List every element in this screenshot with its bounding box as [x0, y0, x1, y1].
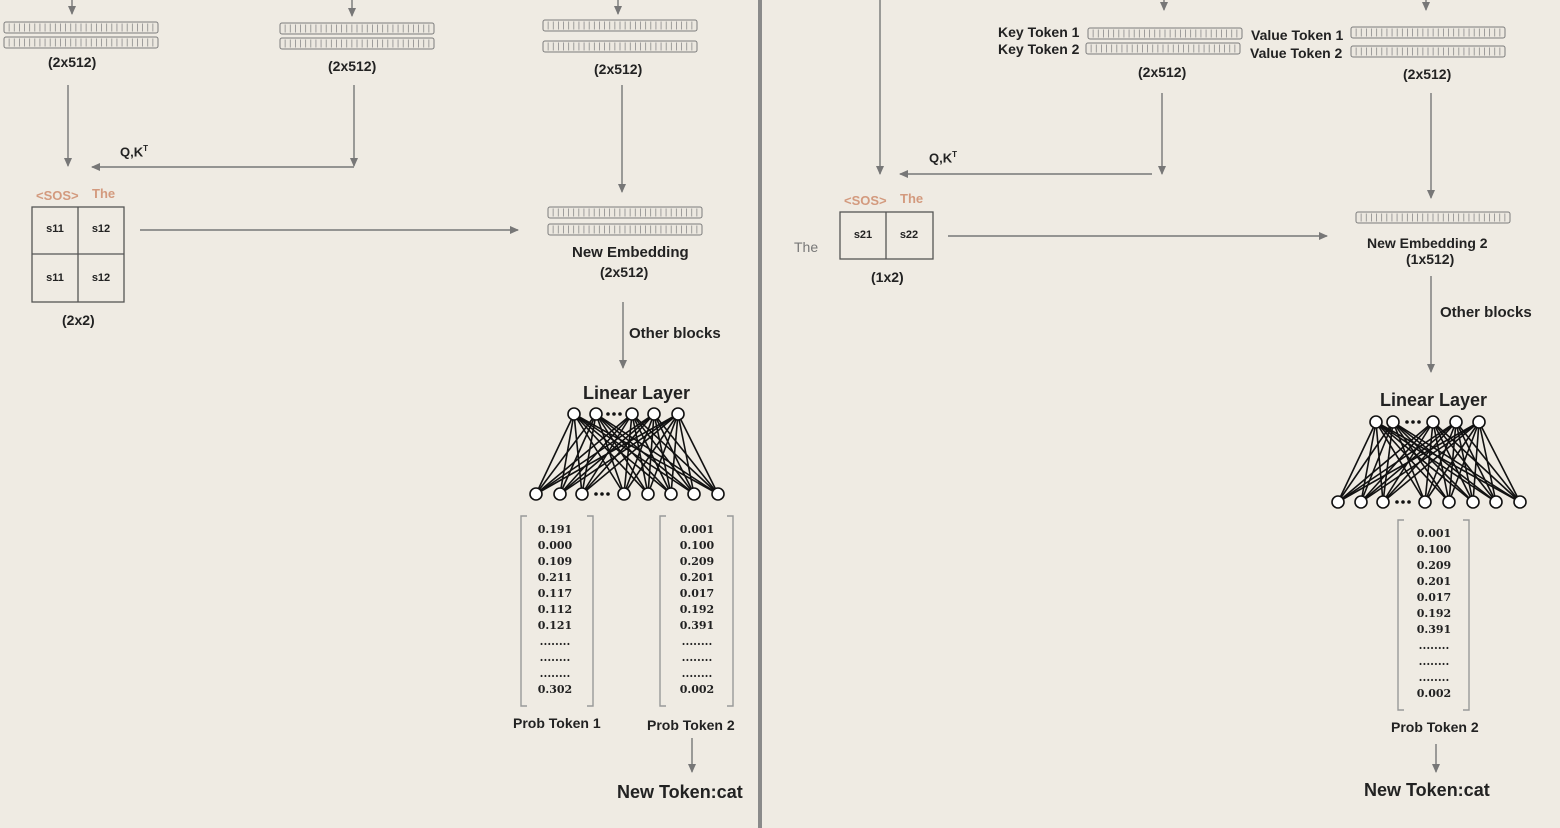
left-query-vector-2 — [3, 36, 159, 49]
right-key-token-1: Key Token 1 — [998, 24, 1080, 40]
left-value-vector-1 — [542, 19, 698, 32]
left-embed-dim-2: (2x512) — [328, 58, 377, 74]
right-key-vector-2 — [1085, 42, 1241, 55]
r-prob2-bracket-right — [1463, 519, 1470, 711]
left-token-sos: <SOS> — [36, 188, 79, 203]
left-linear-layer-title: Linear Layer — [583, 383, 691, 403]
right-value-token-1: Value Token 1 — [1251, 27, 1344, 43]
prob1-bracket-right — [587, 515, 594, 707]
left-qk-label: Q,KT — [120, 144, 149, 160]
right-new-embedding-title: New Embedding 2 — [1367, 235, 1488, 251]
left-new-embedding-title: New Embedding — [572, 244, 689, 261]
right-cell-1: s21 — [853, 229, 873, 241]
left-cell-1: s11 — [46, 223, 64, 235]
left-new-embedding-vector-2 — [547, 223, 703, 236]
left-new-token: New Token:cat — [617, 782, 743, 802]
left-prob2-label: Prob Token 2 — [647, 717, 735, 733]
right-value-vector-2 — [1350, 45, 1506, 58]
right-key-token-2: Key Token 2 — [998, 41, 1080, 57]
right-value-vector-1 — [1350, 26, 1506, 39]
r-prob2-bracket-left — [1397, 519, 1404, 711]
right-prob2-label: Prob Token 2 — [1391, 719, 1479, 735]
left-token-the: The — [92, 186, 116, 201]
left-new-embedding-vector-1 — [547, 206, 703, 219]
panel-divider — [758, 0, 762, 828]
right-value-dim: (2x512) — [1403, 66, 1452, 82]
left-key-vector-1 — [279, 22, 435, 35]
right-query-word: The — [794, 239, 819, 255]
right-value-token-2: Value Token 2 — [1250, 45, 1343, 61]
left-query-vector-1 — [3, 21, 159, 34]
left-key-vector-2 — [279, 37, 435, 50]
right-key-vector-1 — [1087, 27, 1243, 40]
left-embed-dim-3: (2x512) — [594, 61, 643, 77]
right-score-dim: (1x2) — [871, 269, 904, 285]
right-new-embedding-vector — [1355, 211, 1511, 224]
right-token-sos: <SOS> — [844, 193, 887, 208]
embedding-vectors — [3, 19, 1511, 236]
right-other-blocks: Other blocks — [1440, 304, 1532, 321]
left-embed-dim-1: (2x512) — [48, 54, 97, 70]
left-score-dim: (2x2) — [62, 312, 95, 328]
right-qk-label: Q,KT — [929, 150, 958, 166]
right-key-dim: (2x512) — [1138, 64, 1187, 80]
right-token-the: The — [900, 191, 924, 206]
linear-layers — [529, 407, 1527, 509]
right-linear-layer-title: Linear Layer — [1380, 390, 1488, 410]
left-value-vector-2 — [542, 40, 698, 53]
prob2-bracket-left — [659, 515, 666, 707]
left-cell-2: s12 — [91, 223, 111, 235]
left-linear-layer-network — [529, 407, 725, 501]
prob2-bracket-right — [727, 515, 734, 707]
right-linear-layer-network — [1331, 415, 1527, 509]
left-other-blocks: Other blocks — [629, 325, 721, 342]
prob1-bracket-left — [520, 515, 527, 707]
right-new-embedding-dim: (1x512) — [1406, 251, 1455, 267]
left-cell-3: s11 — [46, 272, 64, 284]
left-prob1-label: Prob Token 1 — [513, 715, 601, 731]
right-cell-2: s22 — [899, 229, 919, 241]
left-new-embedding-dim: (2x512) — [600, 264, 649, 280]
left-cell-4: s12 — [91, 272, 111, 284]
right-new-token: New Token:cat — [1364, 780, 1490, 800]
